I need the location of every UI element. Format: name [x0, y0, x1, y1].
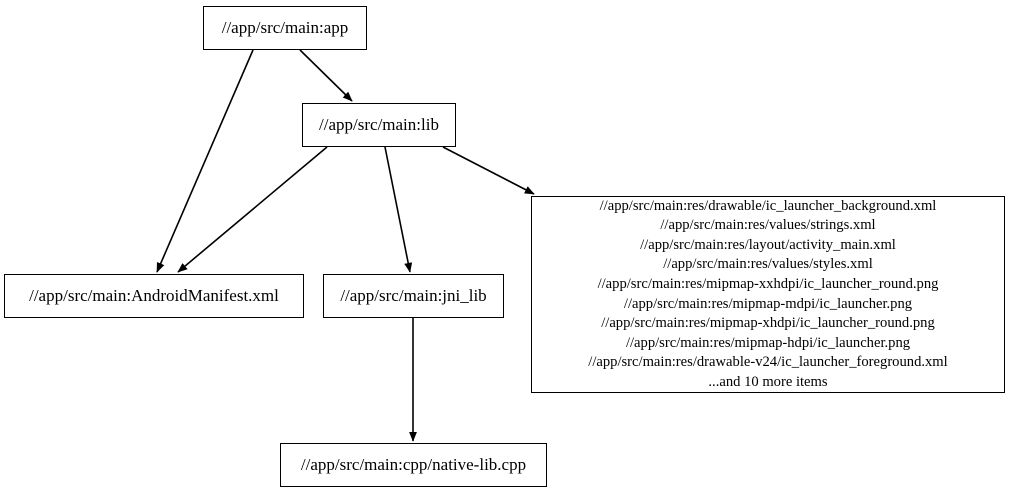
graph-edge-app-to-lib: [299, 49, 353, 102]
graph-node-jni_lib[interactable]: //app/src/main:jni_lib: [323, 274, 504, 318]
graph-node-label-lib: //app/src/main:lib: [319, 115, 439, 135]
graph-edge-lib-to-res_group: [442, 146, 535, 195]
graph-edge-lib-to-jni_lib: [384, 146, 413, 273]
graph-node-label-native_lib_cpp: //app/src/main:cpp/native-lib.cpp: [300, 455, 527, 475]
graph-node-lib[interactable]: //app/src/main:lib: [302, 103, 456, 147]
graph-edge-app-to-androidmanifest: [156, 49, 254, 273]
graph-edge-lib-to-androidmanifest: [177, 146, 328, 273]
graph-node-label-app: //app/src/main:app: [221, 18, 349, 38]
graph-node-androidmanifest[interactable]: //app/src/main:AndroidManifest.xml: [4, 274, 304, 318]
graph-node-label-res_group: //app/src/main:res/drawable/ic_launcher_…: [588, 197, 948, 390]
graph-node-res_group[interactable]: //app/src/main:res/drawable/ic_launcher_…: [531, 196, 1005, 393]
graph-node-native_lib_cpp[interactable]: //app/src/main:cpp/native-lib.cpp: [280, 443, 547, 487]
graph-node-app[interactable]: //app/src/main:app: [203, 6, 367, 50]
graph-node-label-jni_lib: //app/src/main:jni_lib: [340, 286, 487, 306]
graph-node-label-androidmanifest: //app/src/main:AndroidManifest.xml: [29, 286, 279, 306]
